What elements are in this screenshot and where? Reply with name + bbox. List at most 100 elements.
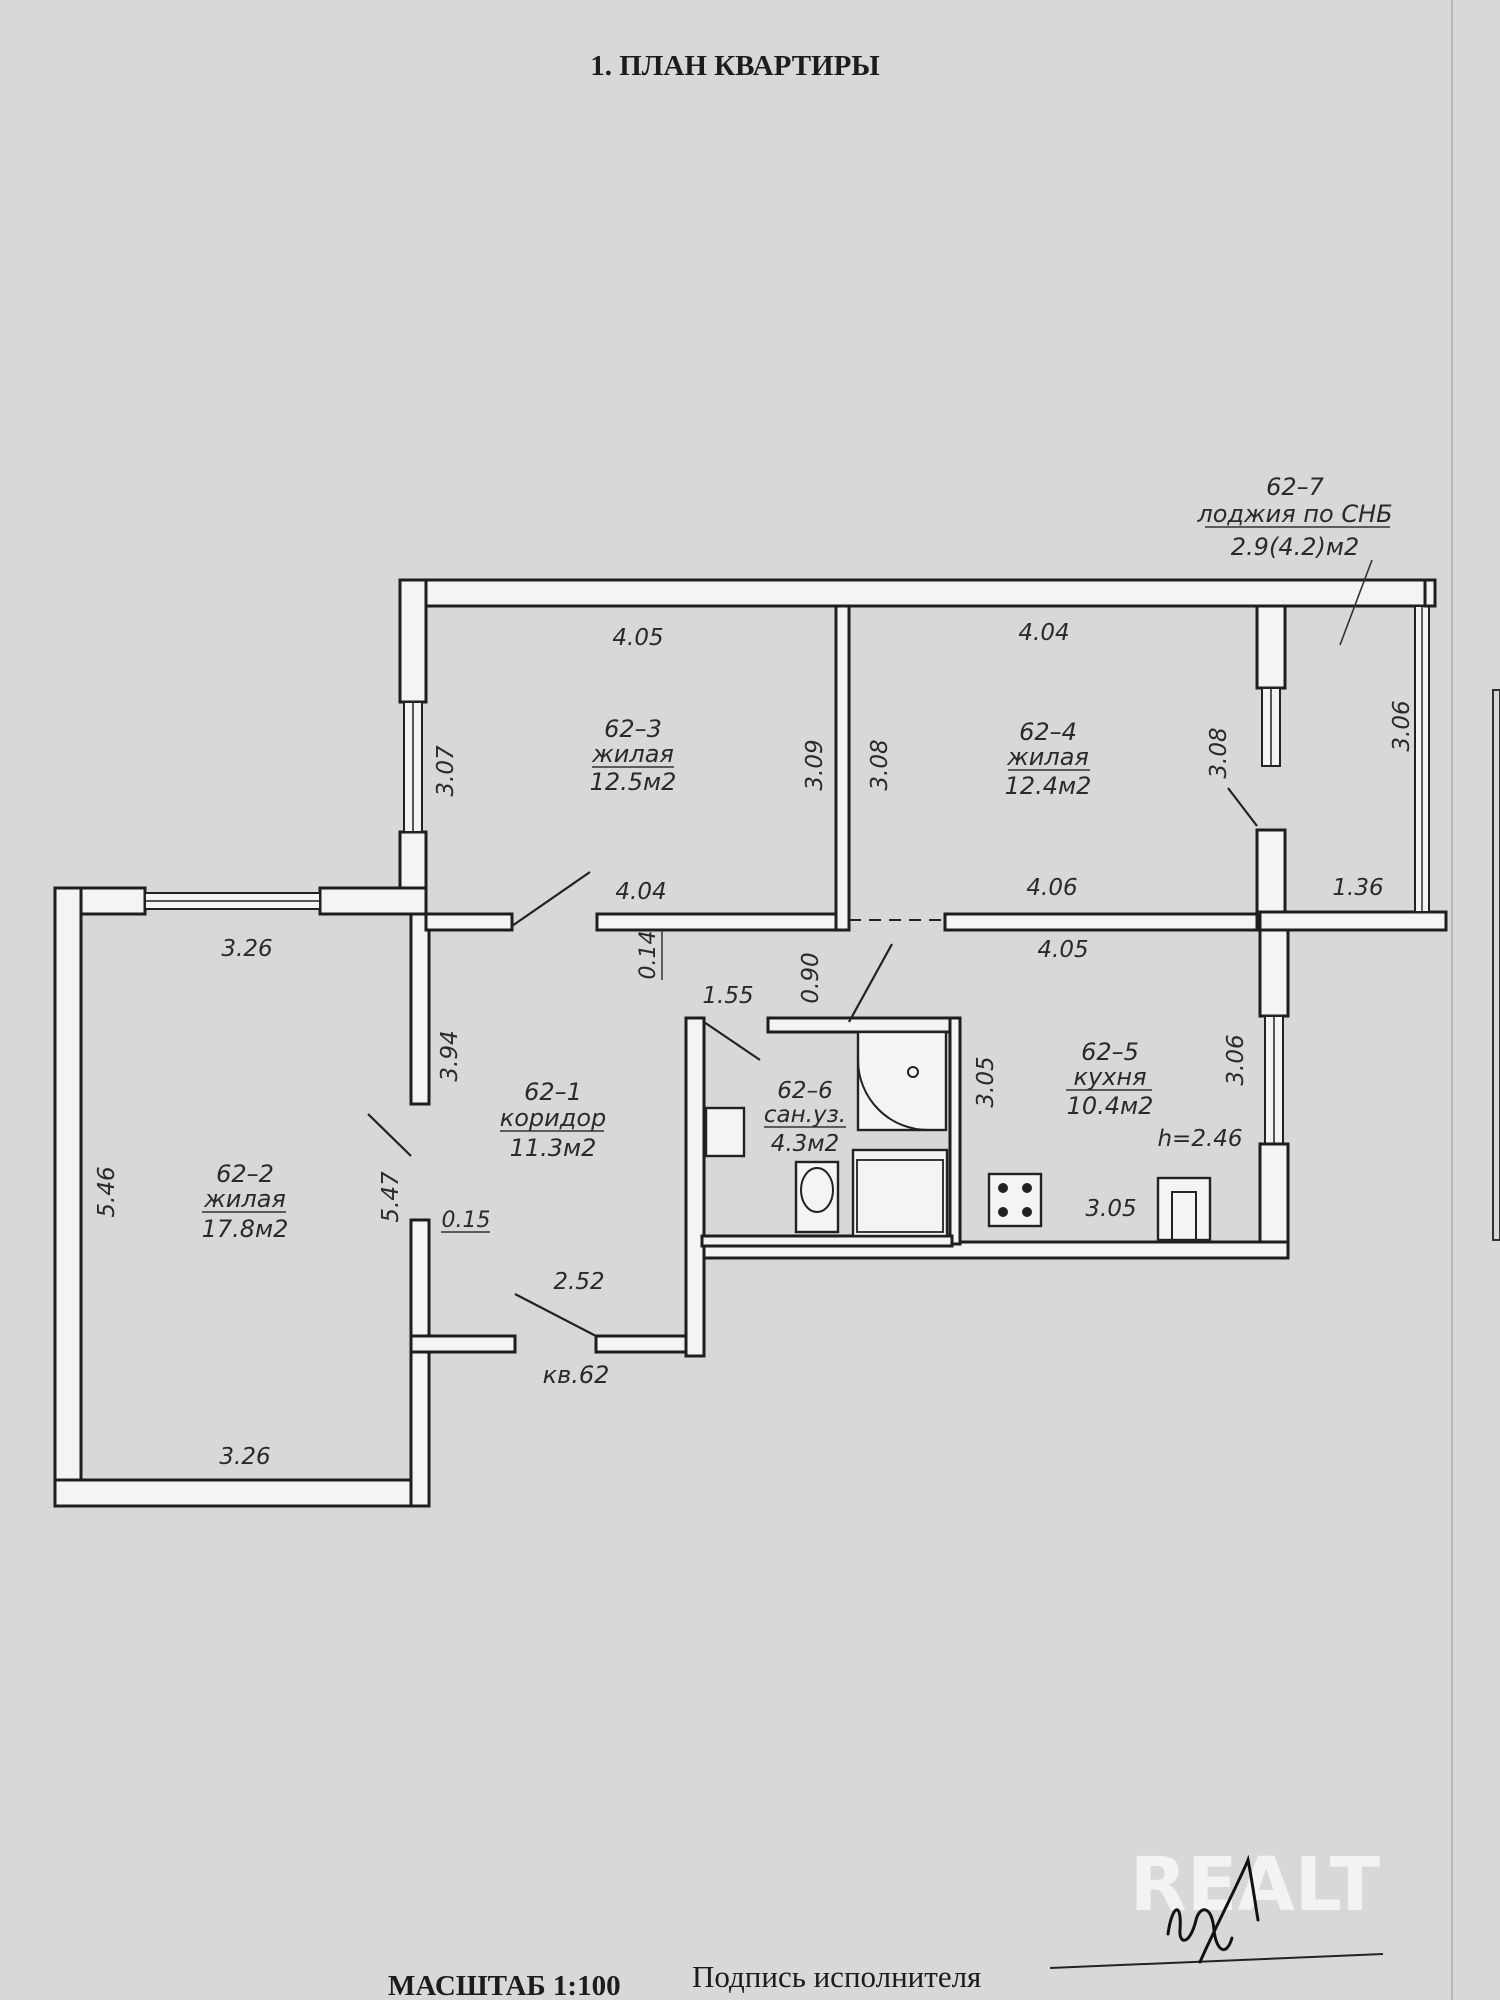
wall-r5-right-upper xyxy=(1258,928,1290,1018)
room-code: 62–2 xyxy=(216,1160,274,1188)
room-type: лоджия по СНБ xyxy=(1196,500,1392,528)
dim-r3-top: 4.05 xyxy=(612,625,663,651)
dim-r3-left: 3.07 xyxy=(433,745,459,797)
wall-r4-right-upper xyxy=(1255,604,1287,690)
wall-r2-left xyxy=(53,886,83,1486)
door-loggia xyxy=(1227,787,1258,827)
room-62-4: 62–4 жилая 12.4м2 xyxy=(1005,718,1092,800)
room-62-5: 62–5 кухня 10.4м2 h=2.46 xyxy=(1066,1038,1243,1152)
room-area: 10.4м2 xyxy=(1067,1092,1154,1120)
dim-r7-right: 3.06 xyxy=(1389,700,1415,751)
wall-r3-bottom-right xyxy=(595,912,851,932)
ceiling-height: h=2.46 xyxy=(1157,1126,1242,1152)
plan-title: 1. ПЛАН КВАРТИРЫ xyxy=(590,50,880,82)
door-entry xyxy=(514,1293,597,1337)
stove-icon xyxy=(987,1172,1043,1228)
dim-corridor-bottom: 2.52 xyxy=(553,1269,604,1295)
dim-r4-top: 4.04 xyxy=(1018,620,1069,646)
room-code: 62–7 xyxy=(1266,473,1325,501)
wall-bath-bottom xyxy=(700,1234,954,1248)
window-r4 xyxy=(1261,687,1281,767)
room-area: 12.4м2 xyxy=(1005,772,1092,800)
wall-step xyxy=(318,886,428,916)
wall-corridor-stub-right xyxy=(594,1334,698,1354)
door-r6 xyxy=(848,943,893,1023)
wall-bath-kitchen xyxy=(948,1016,962,1246)
leader-line xyxy=(1339,559,1373,646)
bathtub-icon xyxy=(851,1148,949,1238)
bathroom-fixtures xyxy=(704,1030,949,1238)
wall-bath-left xyxy=(684,1016,706,1358)
window-r5 xyxy=(1264,1015,1284,1145)
room-area: 2.9(4.2)м2 xyxy=(1231,533,1359,561)
room-type: коридор xyxy=(500,1104,607,1132)
room-type: жилая xyxy=(591,740,674,768)
wall-corridor-stub-left xyxy=(409,1334,517,1354)
room-62-7: 62–7 лоджия по СНБ 2.9(4.2)м2 xyxy=(1196,473,1393,646)
dim-r2-left: 5.46 xyxy=(94,1166,120,1217)
room-62-1: 62–1 коридор 11.3м2 xyxy=(500,1078,607,1162)
dim-r3-bottom: 4.04 xyxy=(615,879,666,905)
dim-r4-right: 3.08 xyxy=(1206,727,1232,778)
dim-r5-right: 3.06 xyxy=(1223,1034,1249,1085)
dim-bath-top: 1.55 xyxy=(702,983,753,1009)
dim-r2-right: 5.47 xyxy=(378,1171,404,1223)
wall-bath-top xyxy=(766,1016,957,1034)
room-type: кухня xyxy=(1073,1063,1146,1091)
room-code: 62–4 xyxy=(1019,718,1077,746)
door-bath xyxy=(703,1021,761,1061)
walls xyxy=(53,578,1448,1508)
room-area: 17.8м2 xyxy=(202,1215,289,1243)
dim-r3-right: 3.09 xyxy=(802,739,828,790)
wall-r3-bottom-left xyxy=(424,912,514,932)
wall-loggia-corner xyxy=(1423,578,1437,608)
apartment-number: кв.62 xyxy=(543,1361,610,1389)
signature-mark xyxy=(1166,1854,1260,1964)
wall-r3-left-upper xyxy=(398,578,428,704)
wall-r2-right-lower xyxy=(409,1218,431,1508)
room-62-2: 62–2 жилая 17.8м2 xyxy=(202,1160,289,1243)
door-r3 xyxy=(511,871,591,927)
edge-frame xyxy=(1492,689,1500,1241)
room-62-6: 62–6 сан.уз. 4.3м2 xyxy=(764,1078,846,1157)
dim-corridor-wall2: 0.15 xyxy=(442,1208,491,1233)
signature-label: Подпись исполнителя xyxy=(692,1959,981,1994)
dim-r4-bottom: 4.06 xyxy=(1026,875,1077,901)
room-type: сан.уз. xyxy=(764,1102,846,1128)
room-type: жилая xyxy=(203,1185,286,1213)
signature-line xyxy=(1049,1953,1384,1969)
wall-top xyxy=(398,578,1437,608)
sink-icon xyxy=(704,1106,746,1158)
dim-r2-bottom: 3.26 xyxy=(219,1444,270,1470)
toilet-icon xyxy=(794,1160,840,1234)
dimensions: 4.05 3.07 3.09 4.04 4.04 3.08 3.08 4.06 … xyxy=(94,620,1415,1470)
room-area: 11.3м2 xyxy=(510,1134,597,1162)
wall-r2-bottom xyxy=(53,1478,431,1508)
dim-door: 0.90 xyxy=(798,952,824,1003)
door-r2 xyxy=(367,1113,412,1157)
dim-r2-top: 3.26 xyxy=(221,936,272,962)
room-code: 62–3 xyxy=(604,715,662,743)
dim-bath-right: 3.05 xyxy=(973,1056,999,1107)
room-code: 62–1 xyxy=(524,1078,582,1106)
door-swings xyxy=(367,787,1258,1337)
loggia-glazing xyxy=(1414,605,1430,913)
window-r3 xyxy=(403,701,423,833)
dim-r7-bottom: 1.36 xyxy=(1332,875,1383,901)
wall-r3-r4 xyxy=(834,604,851,932)
room-code: 62–6 xyxy=(777,1078,832,1104)
window-r2 xyxy=(144,892,321,910)
dim-corridor-thickness: 0.14 xyxy=(636,931,661,980)
wall-r5-right-lower xyxy=(1258,1142,1290,1260)
wall-loggia-bottom xyxy=(1258,910,1448,932)
dim-r5-bottom: 3.05 xyxy=(1085,1196,1136,1222)
room-type: жилая xyxy=(1006,743,1089,771)
room-code: 62–5 xyxy=(1081,1038,1139,1066)
wall-r2-right-upper xyxy=(409,912,431,1106)
room-area: 4.3м2 xyxy=(771,1131,840,1157)
room-area: 12.5м2 xyxy=(590,768,677,796)
watermark-logo: REALT xyxy=(1130,1842,1381,1928)
dim-r4-left: 3.08 xyxy=(867,739,893,790)
